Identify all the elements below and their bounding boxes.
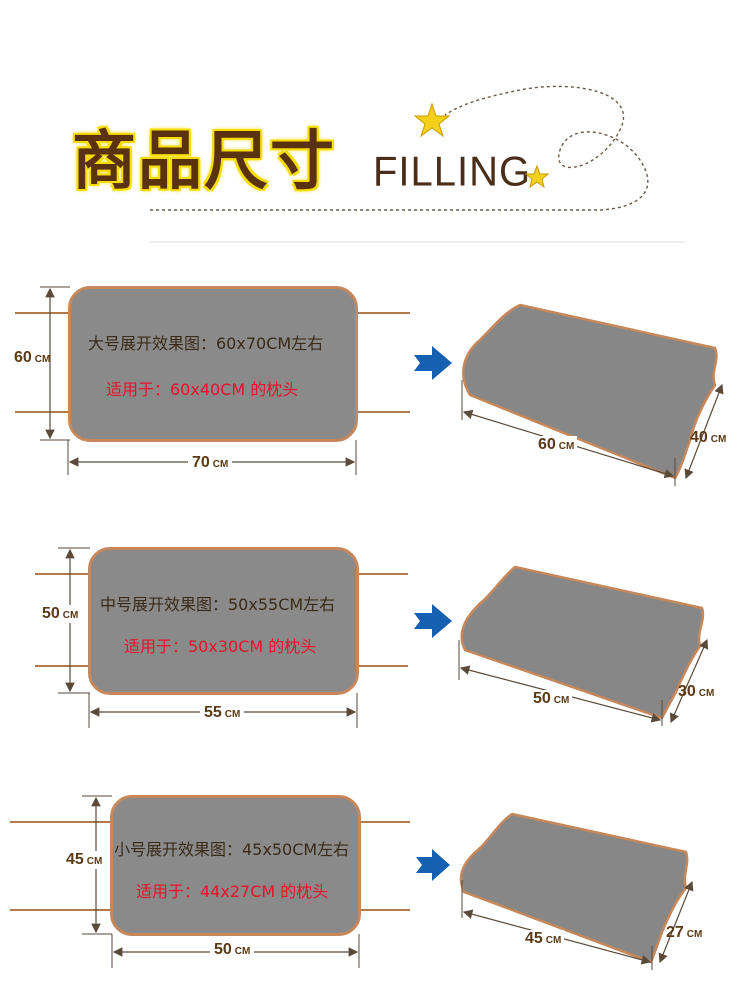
dashed-swirl-line <box>150 85 649 211</box>
star-icon <box>413 102 451 138</box>
flat-cover-panel-small <box>110 795 361 936</box>
flat-cover-panel-medium <box>88 547 359 695</box>
spec-label: 中号展开效果图：50x55CM左右 <box>100 595 336 614</box>
spec-label: 大号展开效果图：60x70CM左右 <box>88 334 324 353</box>
pillow-shape <box>459 812 689 964</box>
page-title: 商品尺寸 <box>72 125 336 199</box>
page-subtitle: FILLING <box>373 148 532 196</box>
spec-label: 小号展开效果图：45x50CM左右 <box>114 840 350 859</box>
arrow-right-icon <box>414 346 452 380</box>
fit-label: 适用于：44x27CM 的枕头 <box>136 882 329 901</box>
arrow-right-icon <box>414 604 452 638</box>
star-icon <box>524 164 550 189</box>
arrow-right-icon <box>416 849 450 881</box>
fit-label: 适用于：50x30CM 的枕头 <box>124 637 317 656</box>
pillow-shape <box>460 565 705 720</box>
flat-cover-panel-large <box>68 286 358 442</box>
fit-label: 适用于：60x40CM 的枕头 <box>106 380 299 399</box>
pillow-shape <box>462 303 718 480</box>
